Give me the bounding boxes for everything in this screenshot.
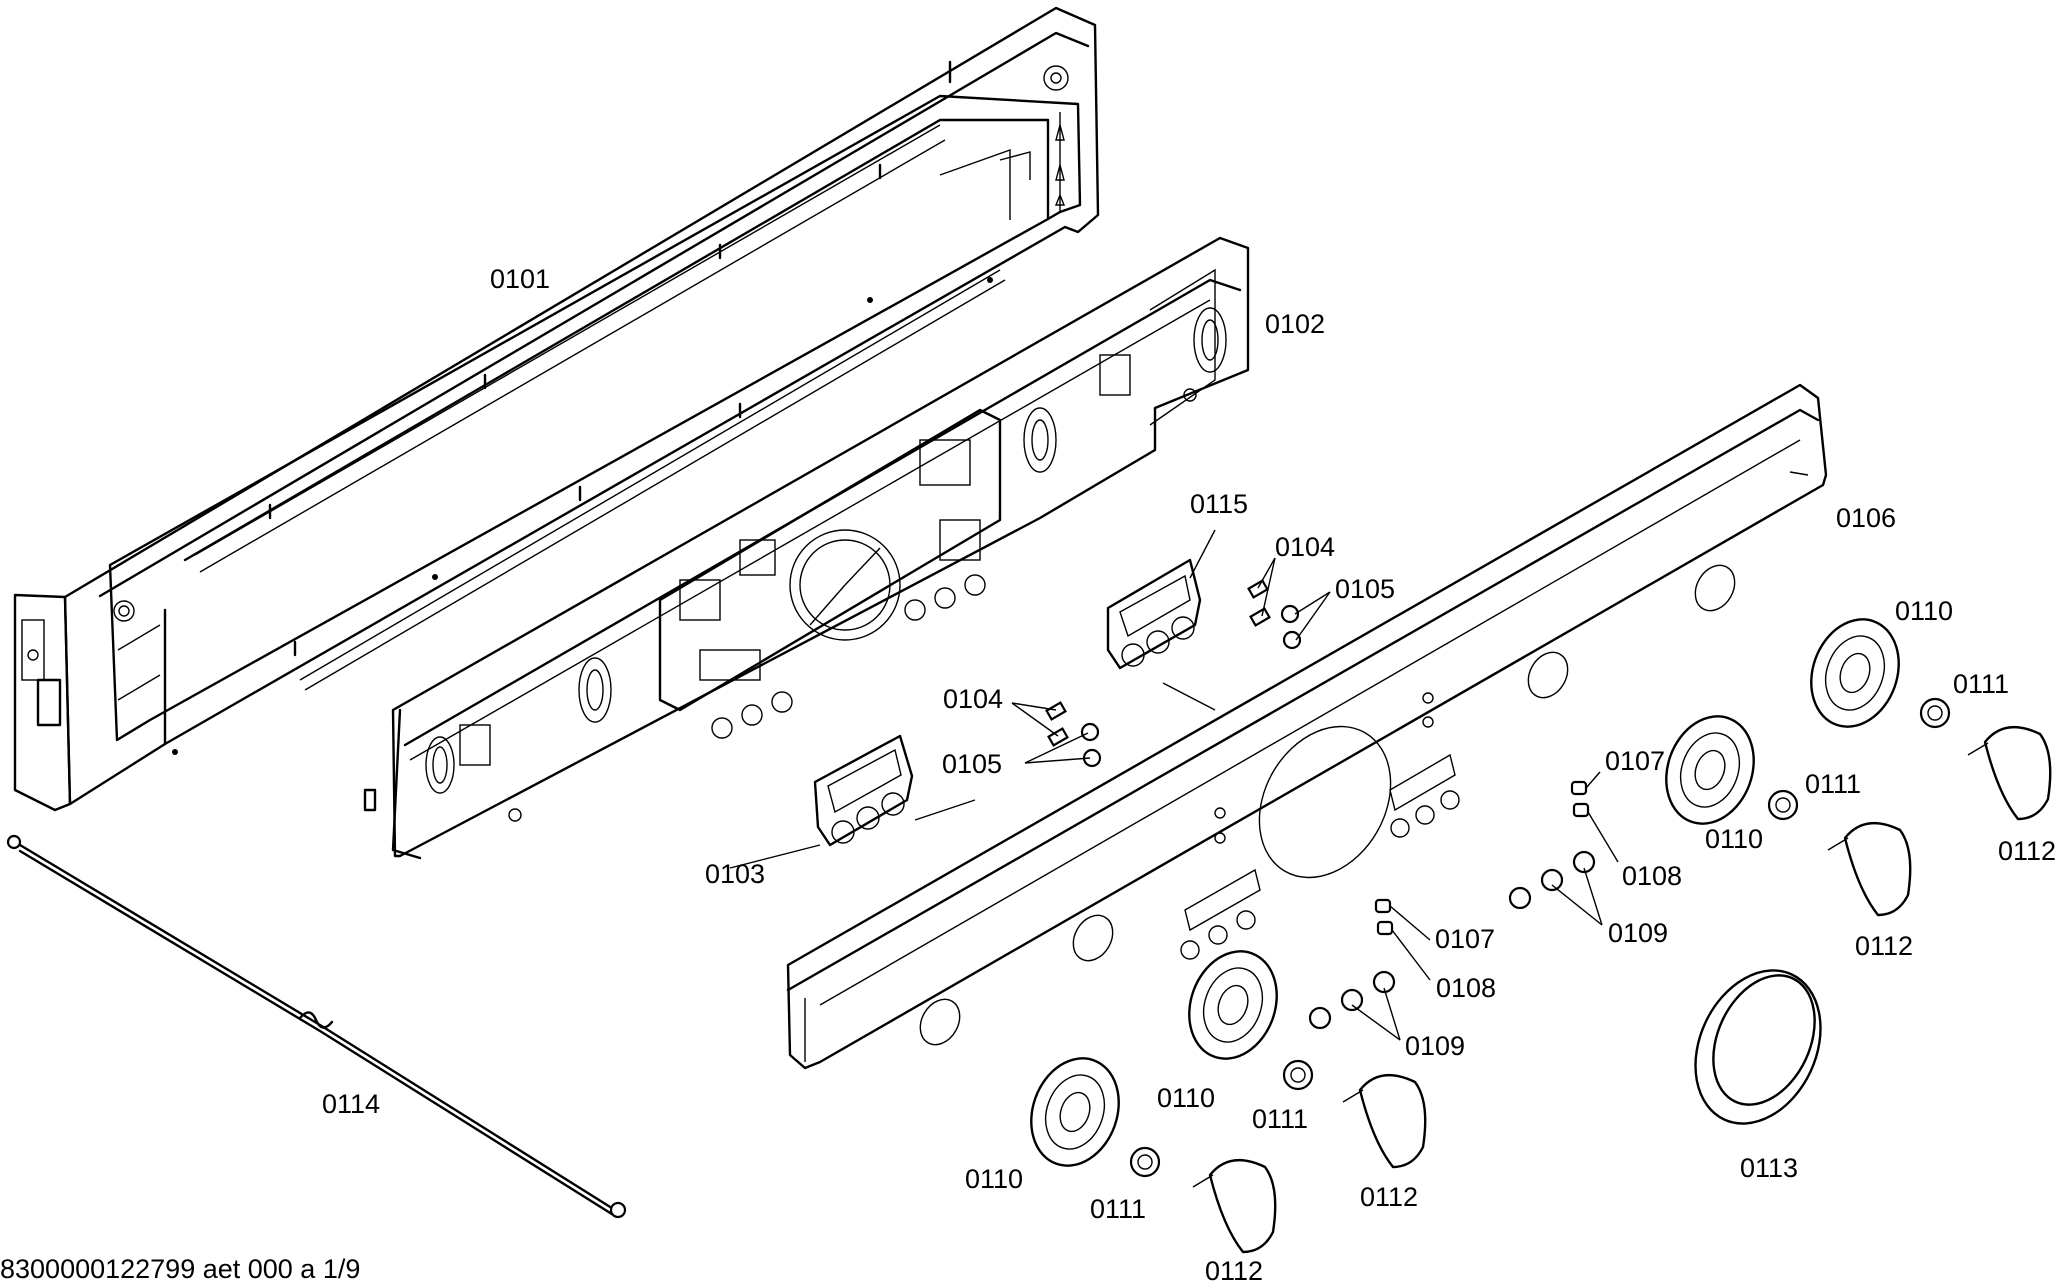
part-0104-0105-leds-upper [1247,579,1302,650]
callout-0108-upper: 0108 [1622,861,1682,891]
callout-0106: 0106 [1836,503,1896,533]
part-0111-knob-adapters [1129,697,1951,1178]
callout-0115: 0115 [1190,489,1248,519]
callout-0108-lower: 0108 [1436,973,1496,1003]
callout-0110-lower: 0110 [1157,1083,1215,1113]
callout-0102: 0102 [1265,309,1325,339]
callout-0112-mid: 0112 [1855,931,1913,961]
pcb-module [658,408,1002,739]
part-0103-button-bezel [813,734,914,847]
callout-0107-upper: 0107 [1605,746,1665,776]
part-0106-front-fascia [786,383,1828,1070]
callout-0111-lower: 0111 [1252,1104,1308,1134]
callout-0111-right: 0111 [1953,669,2009,699]
part-0101-rear-frame [13,6,1100,812]
callout-0112-lower: 0112 [1360,1182,1418,1212]
part-0104-0105-leds-lower [1045,701,1102,768]
callout-0101: 0101 [490,264,550,294]
callout-0104-upper: 0104 [1275,532,1335,562]
callout-0109-lower: 0109 [1405,1031,1465,1061]
part-0114-ground-wire [6,834,627,1219]
leader-lines [729,471,1809,1041]
callout-0109-upper: 0109 [1608,918,1668,948]
callout-0110-mid: 0110 [1705,824,1763,854]
part-0115-button-bezel [1106,558,1202,670]
callout-0111-mid: 0111 [1805,769,1861,799]
callout-0112-right: 0112 [1998,836,2056,866]
callout-0104-lower: 0104 [943,684,1003,714]
part-callouts: 0101 0102 0103 0104 0105 0104 0105 0106 … [322,264,2056,1286]
drawing-code: 8300000122799 aet 000 a 1/9 [0,1254,361,1284]
part-0107-0108-light-pipes [1374,780,1590,936]
callout-0110-right: 0110 [1895,596,1953,626]
callout-0111-left: 0111 [1090,1194,1146,1224]
part-0102-board-carrier [363,236,1250,860]
part-0113-ring [1694,969,1822,1125]
callout-0107-lower: 0107 [1435,924,1495,954]
board-clips [425,307,1227,794]
callout-0103: 0103 [705,859,765,889]
callout-0114: 0114 [322,1089,380,1119]
callout-0112-bottom: 0112 [1205,1256,1263,1286]
frame-tabs [268,163,882,657]
callout-0105-upper: 0105 [1335,574,1395,604]
callout-0105-lower: 0105 [942,749,1002,779]
callout-0113: 0113 [1740,1153,1798,1183]
part-0110-knob-rings [1030,618,1900,1167]
part-0109-push-buttons [1308,850,1596,1030]
fascia-holes [919,564,1736,1046]
callout-0110-left: 0110 [965,1164,1023,1194]
fascia-display-windows [1180,692,1460,960]
part-0112-knobs [1192,725,2052,1254]
